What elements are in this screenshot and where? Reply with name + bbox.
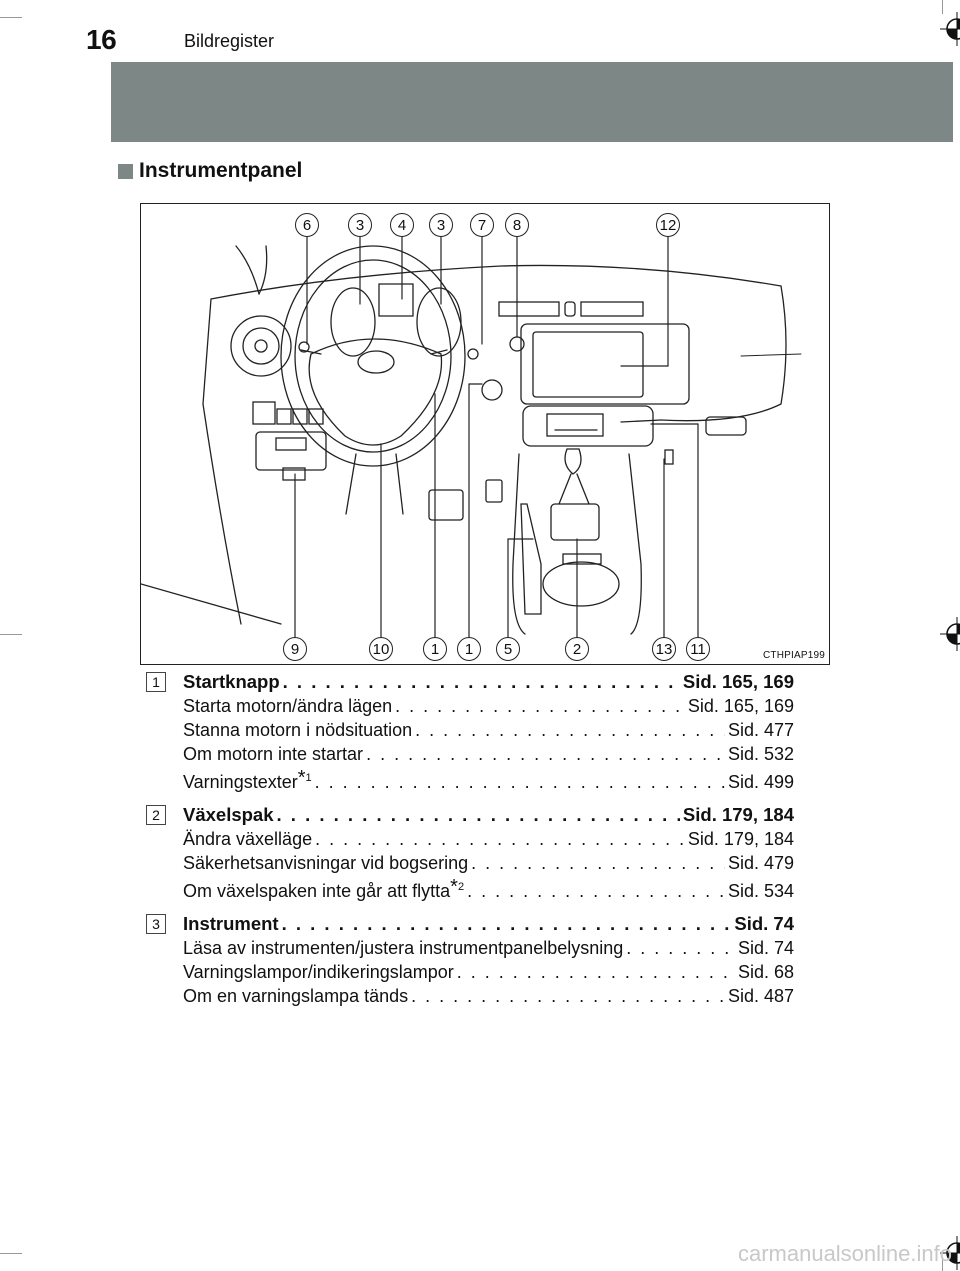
callout-bottom-3: 1 (457, 637, 481, 661)
entry-label: Växelspak (183, 804, 274, 825)
entry-item-line: Säkerhetsanvisningar vid bogsering Sid. 4… (183, 851, 794, 875)
crop-mark (0, 1253, 22, 1254)
page-reference: Sid. 487 (727, 986, 794, 1006)
leader-dots (457, 960, 735, 984)
registration-mark-icon (940, 12, 960, 46)
callout-bottom-7: 11 (686, 637, 710, 661)
entry-label: Läsa av instrumenten/justera instrumentp… (183, 938, 624, 958)
entry-item-line: Starta motorn/ändra lägen Sid. 165, 169 (183, 694, 794, 718)
leader-dots (415, 718, 725, 742)
running-title: Bildregister (184, 31, 275, 51)
section-heading: Instrumentpanel (118, 159, 302, 183)
callout-top-3: 3 (429, 213, 453, 237)
page-reference: Sid. 477 (727, 720, 794, 740)
entry-item-line: Ändra växelläge Sid. 179, 184 (183, 827, 794, 851)
watermark: carmanualsonline.info (737, 1241, 952, 1266)
leader-dots (626, 936, 735, 960)
callout-bottom-2: 1 (423, 637, 447, 661)
callout-top-5: 8 (505, 213, 529, 237)
page-reference: Sid. 532 (727, 744, 794, 764)
page-reference: Sid. 179, 184 (682, 804, 794, 825)
crop-mark (942, 1257, 943, 1271)
entry-label: Varningstexter*1 (183, 767, 312, 792)
entry-label: Instrument (183, 913, 279, 934)
dashboard-illustration (141, 236, 802, 638)
entry-item-line: Stanna motorn i nödsituation Sid. 477 (183, 718, 794, 742)
leader-dots (277, 803, 680, 827)
callout-bottom-4: 5 (496, 637, 520, 661)
crop-mark (0, 634, 22, 635)
entry-label: Om motorn inte startar (183, 744, 364, 764)
entry-title-line: Startknapp Sid. 165, 169 (183, 670, 794, 694)
leader-dots (471, 851, 725, 875)
callout-top-0: 6 (295, 213, 319, 237)
entry-item-line: Varningstexter*1 Sid. 499 (183, 766, 794, 794)
entry-label: Om en varningslampa tänds (183, 986, 409, 1006)
entry-label: Starta motorn/ändra lägen (183, 696, 393, 716)
heading-square-icon (118, 163, 133, 179)
entry-number-badge: 3 (146, 914, 166, 934)
entry-label: Säkerhetsanvisningar vid bogsering (183, 853, 469, 873)
crop-mark (942, 0, 943, 14)
entry-title-line: Växelspak Sid. 179, 184 (183, 803, 794, 827)
callout-top-2: 4 (390, 213, 414, 237)
leader-dots (282, 912, 732, 936)
entry-item-line: Om en varningslampa tänds Sid. 487 (183, 984, 794, 1008)
registration-mark-icon (940, 617, 960, 651)
callout-bottom-1: 10 (369, 637, 393, 661)
registration-mark-icon (940, 1236, 960, 1270)
page-reference: Sid. 479 (727, 853, 794, 873)
entry-label: Startknapp (183, 671, 280, 692)
leader-dots (315, 770, 725, 794)
entry-label: Stanna motorn i nödsituation (183, 720, 413, 740)
callout-top-1: 3 (348, 213, 372, 237)
figure-code: CTHPIAP199 (762, 650, 825, 661)
entry-label: Om växelspaken inte går att flytta*2 (183, 876, 465, 901)
entry-item-line: Läsa av instrumenten/justera instrumentp… (183, 936, 794, 960)
leader-dots (366, 742, 725, 766)
callout-bottom-6: 13 (652, 637, 676, 661)
page-reference: Sid. 165, 169 (687, 696, 794, 716)
page-reference: Sid. 499 (727, 772, 794, 792)
entry-label: Ändra växelläge (183, 829, 313, 849)
page-reference: Sid. 74 (737, 938, 794, 958)
page-reference: Sid. 534 (727, 881, 794, 901)
entry-item-line: Om motorn inte startar Sid. 532 (183, 742, 794, 766)
entry-item-line: Om växelspaken inte går att flytta*2 Sid.… (183, 875, 794, 903)
callout-top-6: 12 (656, 213, 680, 237)
entry-number-badge: 1 (146, 672, 166, 692)
entry-item-line: Varningslampor/indikeringslampor Sid. 68 (183, 960, 794, 984)
page-number: 16 (86, 24, 117, 55)
callout-bottom-0: 9 (283, 637, 307, 661)
leader-dots (467, 879, 725, 903)
footnote-marker: *1 (297, 767, 312, 789)
header-band (111, 62, 953, 142)
leader-dots (315, 827, 685, 851)
section-heading-text: Instrumentpanel (139, 159, 303, 182)
callout-top-4: 7 (470, 213, 494, 237)
callout-bottom-5: 2 (565, 637, 589, 661)
crop-mark (0, 17, 22, 18)
leader-dots (411, 984, 725, 1008)
entry-label: Varningslampor/indikeringslampor (183, 962, 454, 982)
footnote-marker: *2 (450, 876, 465, 898)
page-reference: Sid. 179, 184 (687, 829, 794, 849)
page-reference: Sid. 74 (734, 913, 794, 934)
entry-title-line: Instrument Sid. 74 (183, 912, 794, 936)
page-reference: Sid. 68 (737, 962, 794, 982)
page-reference: Sid. 165, 169 (682, 671, 794, 692)
leader-dots (395, 694, 685, 718)
leader-dots (283, 670, 680, 694)
entry-number-badge: 2 (146, 805, 166, 825)
